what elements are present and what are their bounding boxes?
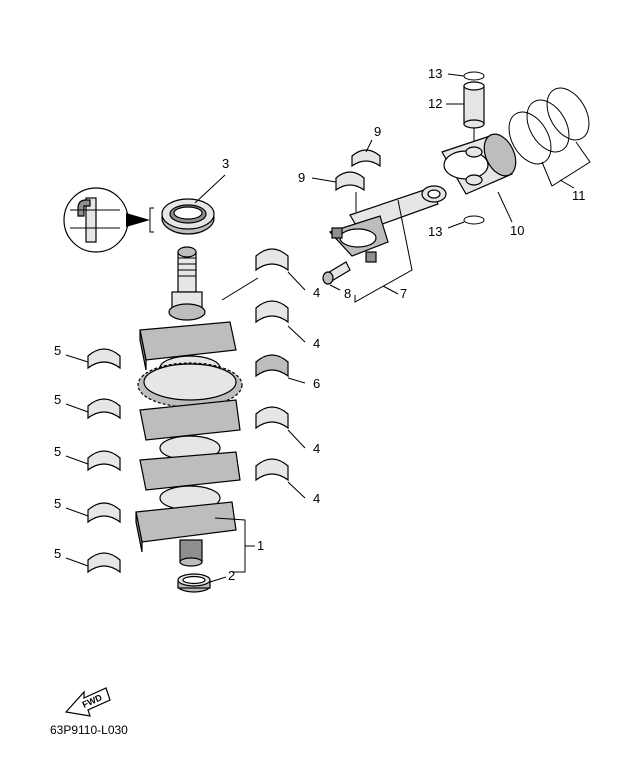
callout-4d: 4 xyxy=(313,491,320,506)
bearing-5-2 xyxy=(87,398,121,420)
part-bearing xyxy=(177,573,211,593)
fwd-arrow-icon: FWD xyxy=(64,687,111,717)
conrod-bearing-9-upper xyxy=(351,149,381,168)
callout-4c: 4 xyxy=(313,441,320,456)
conrod-bearing-9-lower xyxy=(335,171,365,192)
part-piston-rings xyxy=(508,87,590,165)
bearing-4-3 xyxy=(255,406,289,430)
main-bearings-right xyxy=(255,248,289,482)
part-piston-pin xyxy=(463,81,485,129)
callout-11: 11 xyxy=(572,188,586,203)
callout-9b: 9 xyxy=(298,170,305,185)
part-connecting-rod xyxy=(328,185,447,263)
callout-13b: 13 xyxy=(428,224,442,239)
bearing-4-4 xyxy=(255,458,289,482)
callout-5d: 5 xyxy=(54,496,61,511)
drawing-code: 63P9110-L030 xyxy=(50,723,128,737)
callout-10: 10 xyxy=(510,223,524,238)
bearing-5-4 xyxy=(87,502,121,524)
bearing-5-5 xyxy=(87,552,121,574)
callout-8: 8 xyxy=(344,286,351,301)
callout-13a: 13 xyxy=(428,66,442,81)
part-circlip-bottom xyxy=(463,215,485,225)
bearing-5-1 xyxy=(87,348,121,370)
callout-7: 7 xyxy=(400,286,407,301)
callout-5a: 5 xyxy=(54,343,61,358)
part-circlip-top xyxy=(463,71,485,81)
bearing-5-3 xyxy=(87,450,121,472)
bearing-4-1 xyxy=(255,248,289,272)
callout-4b: 4 xyxy=(313,336,320,351)
callout-4a: 4 xyxy=(313,285,320,300)
callout-5b: 5 xyxy=(54,392,61,407)
callout-2: 2 xyxy=(228,568,235,583)
seal-detail-inset xyxy=(63,187,154,253)
main-bearings-left xyxy=(87,348,121,574)
part-piston xyxy=(441,133,517,195)
pointer-icon xyxy=(126,213,150,227)
callout-5c: 5 xyxy=(54,444,61,459)
bearing-4-2 xyxy=(255,300,289,324)
part-oil-seal xyxy=(161,198,215,235)
part-conrod-bolt xyxy=(322,261,351,285)
part-crankshaft xyxy=(135,246,243,567)
callout-12: 12 xyxy=(428,96,442,111)
callout-3: 3 xyxy=(222,156,229,171)
callout-1: 1 xyxy=(257,538,264,553)
callout-9a: 9 xyxy=(374,124,381,139)
callout-6: 6 xyxy=(313,376,320,391)
callout-5e: 5 xyxy=(54,546,61,561)
bearing-6 xyxy=(255,354,289,378)
